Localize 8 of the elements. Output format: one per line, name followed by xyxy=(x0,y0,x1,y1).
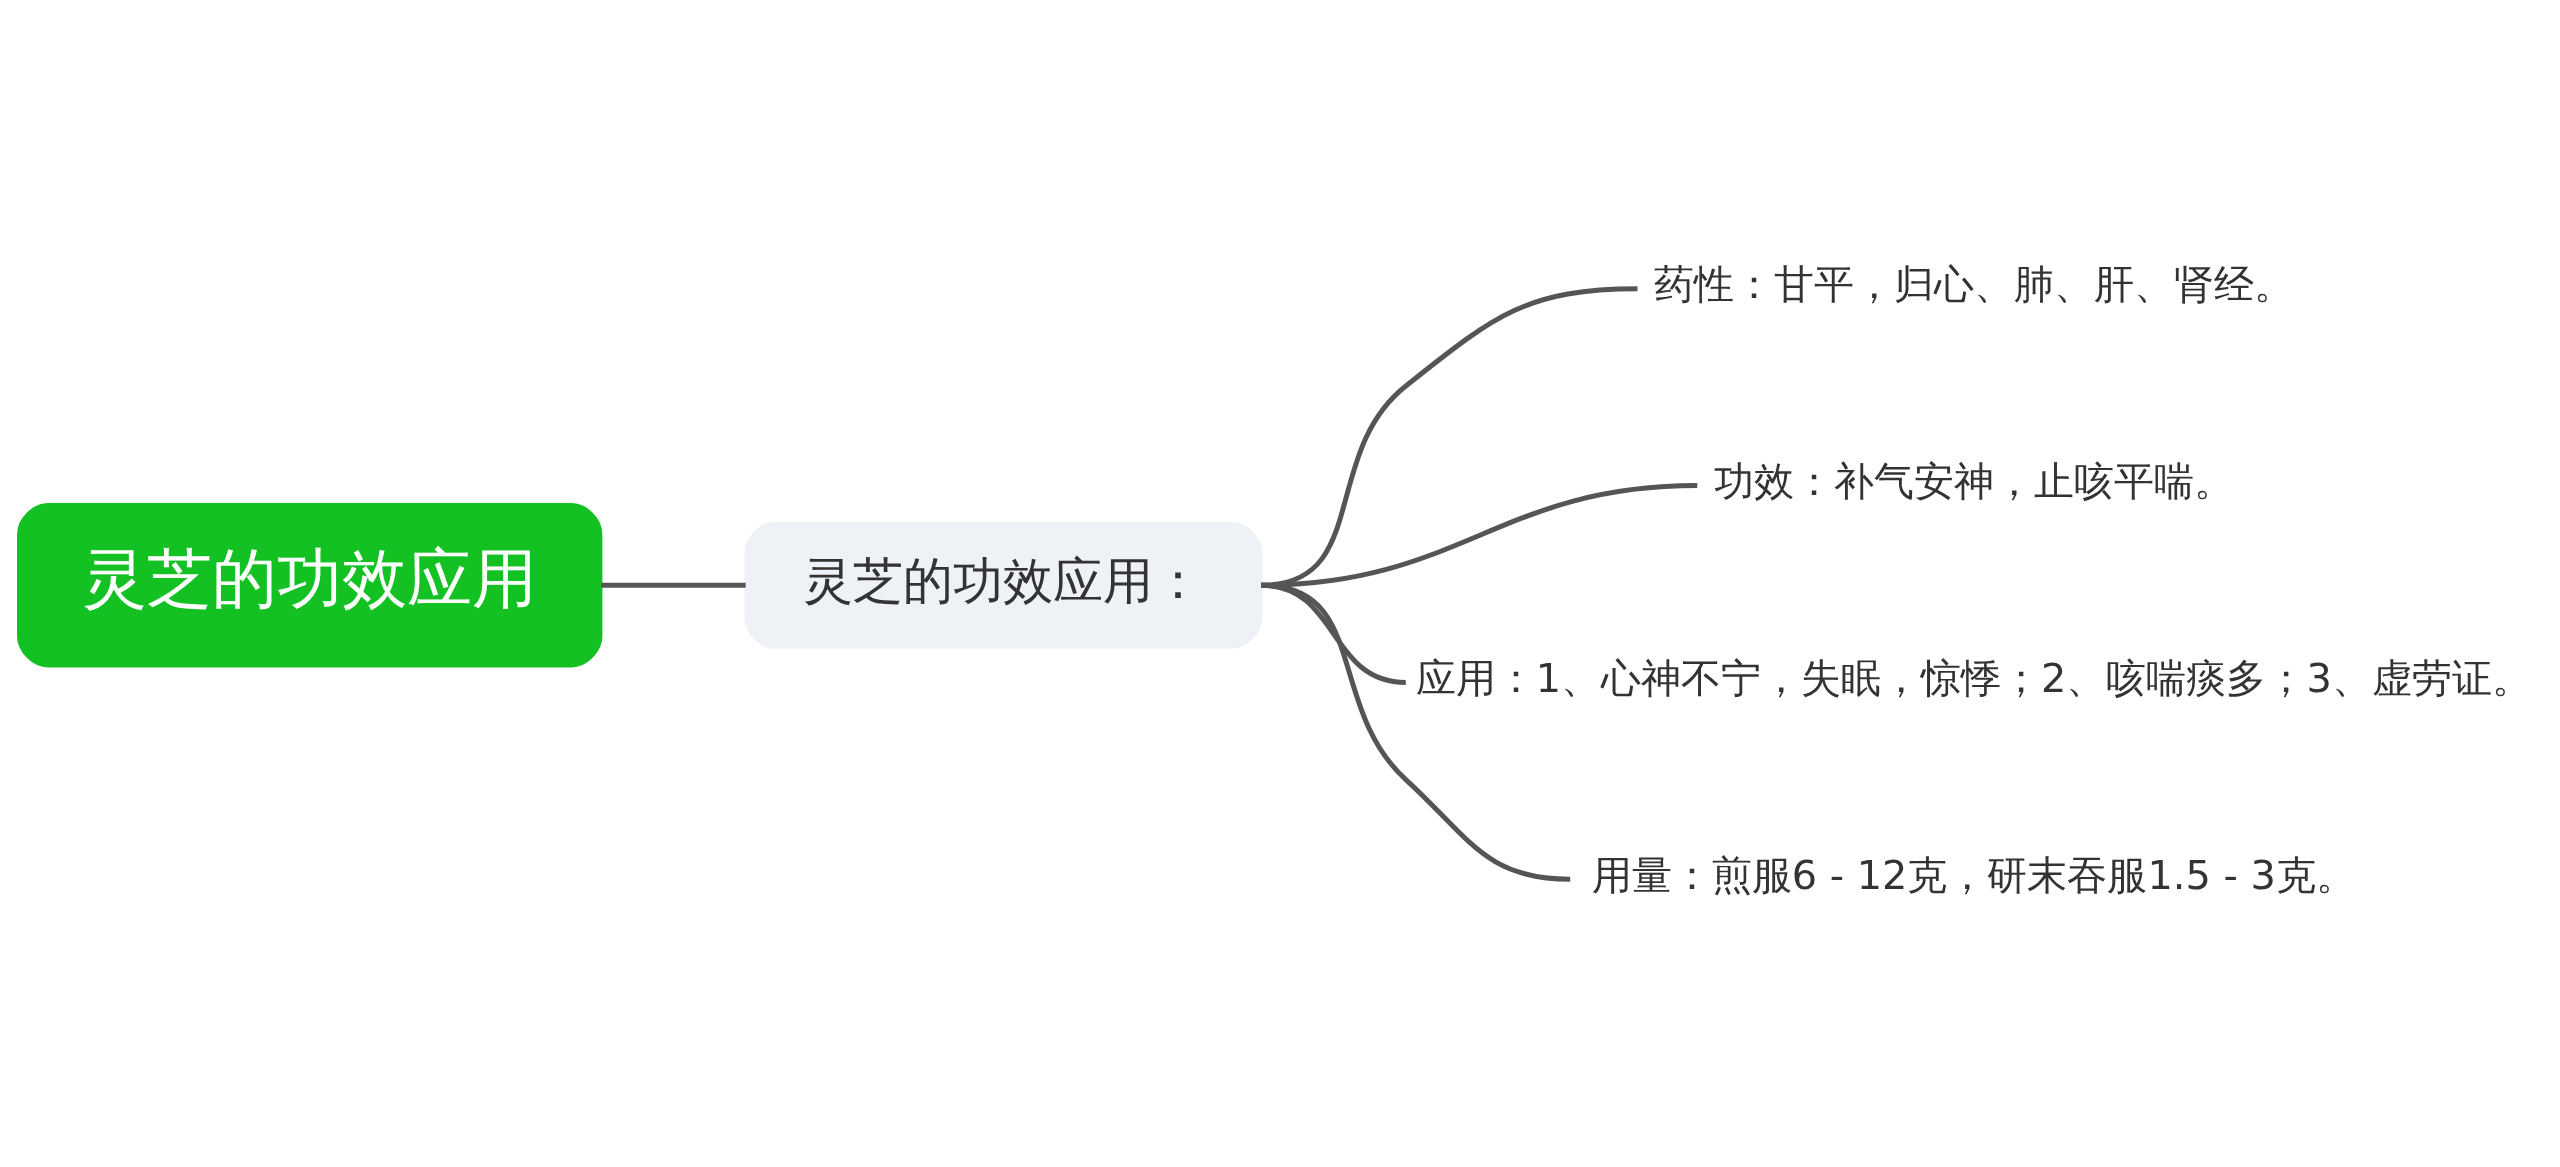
connector xyxy=(601,582,746,588)
node-box: 灵芝的功效应用 xyxy=(17,502,603,667)
connector xyxy=(1261,582,1571,882)
node-text: 药性：甘平，归心、肺、肝、肾经。 xyxy=(1653,260,2294,307)
node-text: 功效：补气安神，止咳平喘。 xyxy=(1713,457,2234,504)
node-box: 灵芝的功效应用： xyxy=(744,521,1263,649)
node-text: 用量：煎服6 - 12克，研末吞服1.5 - 3克。 xyxy=(1591,851,2356,898)
node-text: 应用：1、心神不宁，失眠，惊悸；2、咳喘痰多；3、虚劳证。 xyxy=(1415,654,2532,701)
